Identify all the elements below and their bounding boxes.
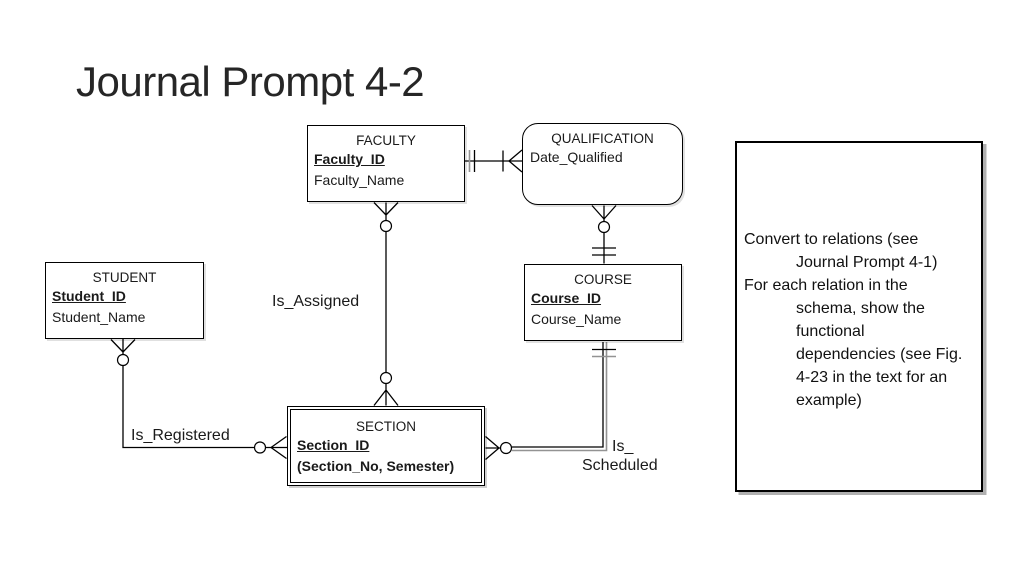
note-line: dependencies (see Fig.	[796, 346, 963, 363]
relationship-line	[512, 342, 604, 448]
note-line: functional	[796, 323, 865, 340]
crows-foot-icon	[265, 435, 287, 460]
note-line: example)	[796, 392, 862, 409]
optional-circle	[379, 371, 393, 385]
instructions-note-box: Convert to relations (see Journal Prompt…	[735, 141, 983, 492]
entity-student: STUDENT Student_ID Student_Name	[45, 262, 204, 339]
attr-section-id: Section_ID	[297, 437, 370, 453]
connector-course-section	[485, 342, 616, 460]
crows-foot-icon	[373, 202, 399, 221]
note-line: 4-23 in the text for an	[796, 369, 948, 386]
entity-title: FACULTY	[356, 133, 416, 148]
optional-circle	[116, 353, 130, 367]
attr-faculty-id: Faculty_ID	[314, 151, 385, 167]
relationship-label-is-assigned: Is_Assigned	[272, 293, 360, 310]
relationship-label-is-scheduled-2: Scheduled	[582, 457, 658, 474]
relationship-line-shadow	[512, 342, 608, 452]
relationship-label-is-registered: Is_Registered	[131, 427, 230, 444]
attr-student-id: Student_ID	[52, 288, 126, 304]
entity-faculty: FACULTY Faculty_ID Faculty_Name	[307, 125, 465, 202]
note-line: Journal Prompt 4-1)	[796, 254, 938, 271]
entity-title: QUALIFICATION	[551, 131, 654, 146]
crows-foot-icon	[508, 149, 523, 173]
optional-circle	[253, 441, 267, 454]
entity-course: COURSE Course_ID Course_Name	[524, 264, 682, 341]
relationship-label-is-scheduled-1: Is_	[612, 438, 634, 455]
attr-faculty-name: Faculty_Name	[314, 172, 405, 188]
entity-qualification: QUALIFICATION Date_Qualified	[522, 123, 683, 205]
connector-faculty-section	[373, 202, 399, 406]
crows-foot-icon	[485, 436, 501, 460]
attr-date-qualified: Date_Qualified	[530, 149, 623, 165]
entity-title: COURSE	[574, 272, 632, 287]
connector-qualification-course	[591, 205, 617, 264]
attr-student-name: Student_Name	[52, 309, 146, 325]
optional-circle	[597, 220, 611, 234]
crows-foot-icon	[591, 205, 617, 222]
entity-section-inner: SECTION Section_ID (Section_No, Semester…	[290, 409, 482, 483]
entity-section: SECTION Section_ID (Section_No, Semester…	[287, 406, 485, 486]
note-line: Convert to relations (see	[744, 231, 919, 248]
crows-foot-icon	[373, 383, 399, 406]
entity-title: SECTION	[355, 419, 416, 434]
entity-title: STUDENT	[92, 270, 157, 285]
cardinality-hash-marks	[592, 247, 616, 256]
attr-course-name: Course_Name	[531, 311, 622, 327]
connector-faculty-qualification	[465, 149, 523, 173]
note-line: For each relation in the	[744, 277, 908, 294]
crows-foot-icon	[110, 339, 136, 355]
optional-circle	[379, 219, 393, 233]
optional-circle	[499, 441, 513, 455]
attr-section-no-semester: (Section_No, Semester)	[297, 458, 455, 474]
page-title: Journal Prompt 4-2	[76, 58, 425, 105]
note-line: schema, show the	[796, 300, 925, 317]
attr-course-id: Course_ID	[531, 290, 602, 306]
